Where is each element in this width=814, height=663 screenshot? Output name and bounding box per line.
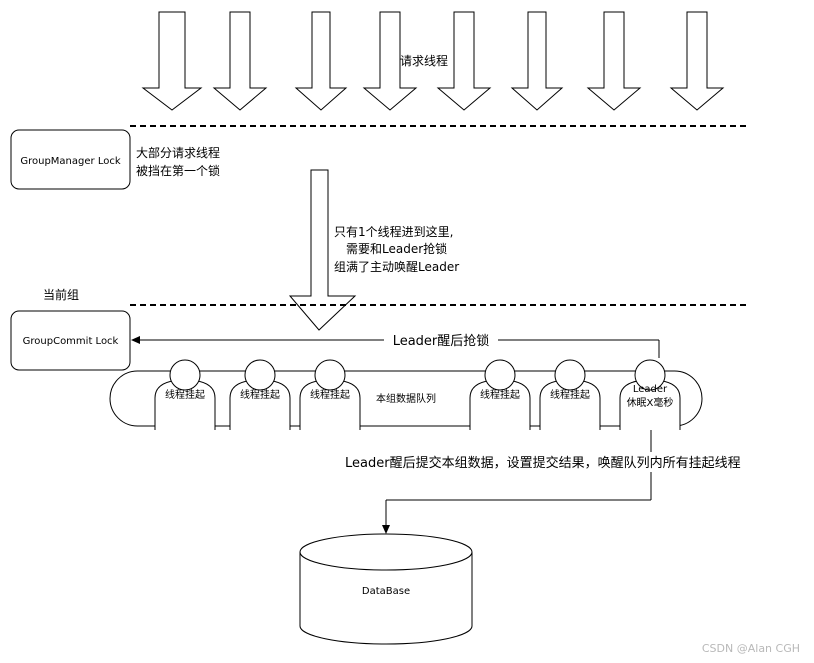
- request-threads-label: 请求线程: [400, 53, 448, 68]
- commit-note: Leader醒后提交本组数据，设置提交结果，唤醒队列内所有挂起线程: [345, 455, 741, 471]
- suspended-thread: [299, 359, 361, 430]
- leader-label-line-1: Leader: [633, 384, 668, 395]
- database-label: DataBase: [362, 586, 410, 597]
- suspended-thread: [229, 359, 291, 430]
- commit-note-bg: [342, 452, 798, 472]
- request-thread-arrows: [141, 11, 725, 111]
- request-arrow: [510, 11, 564, 111]
- group-manager-note-line-2: 被挡在第一个锁: [136, 163, 220, 178]
- pass-note-line-2: 需要和Leader抢锁: [346, 241, 447, 256]
- pass-note-line-1: 只有1个线程进到这里,: [334, 224, 453, 239]
- group-manager-lock-label: GroupManager Lock: [20, 156, 120, 167]
- leader-label-line-2: 休眠X毫秒: [627, 396, 674, 409]
- arrowhead-down: [382, 525, 390, 534]
- suspended-thread: [154, 359, 216, 430]
- watermark: CSDN @Alan CGH: [702, 642, 800, 655]
- request-arrow: [141, 11, 203, 111]
- request-arrow: [436, 11, 492, 111]
- group-manager-note-line-1: 大部分请求线程: [136, 145, 220, 160]
- group-commit-lock-box: [10, 310, 131, 371]
- database-cylinder: [299, 533, 473, 645]
- suspended-thread-label: 线程挂起: [550, 388, 590, 401]
- suspended-thread-label: 线程挂起: [165, 388, 205, 401]
- current-group-label: 当前组: [43, 287, 79, 302]
- request-arrow: [669, 11, 725, 111]
- request-arrow: [586, 11, 642, 111]
- suspended-thread-label: 线程挂起: [480, 388, 520, 401]
- leader-grab-label-bg: [384, 331, 498, 349]
- request-arrow: [212, 11, 268, 111]
- suspended-thread-label: 线程挂起: [240, 388, 280, 401]
- suspended-thread: [469, 359, 531, 430]
- pass-through-arrow: [288, 169, 357, 331]
- leader-thread: [619, 359, 681, 430]
- queue-label: 本组数据队列: [376, 392, 436, 405]
- group-commit-lock-label: GroupCommit Lock: [23, 336, 119, 347]
- suspended-thread-label: 线程挂起: [310, 388, 350, 401]
- request-arrow: [294, 11, 348, 111]
- request-arrow: [362, 11, 418, 111]
- group-manager-lock-box: [10, 129, 131, 190]
- arrowhead-left: [131, 336, 140, 344]
- leader-grab-label: Leader醒后抢锁: [393, 333, 490, 349]
- suspended-thread: [539, 359, 601, 430]
- pass-note-line-3: 组满了主动唤醒Leader: [334, 260, 459, 274]
